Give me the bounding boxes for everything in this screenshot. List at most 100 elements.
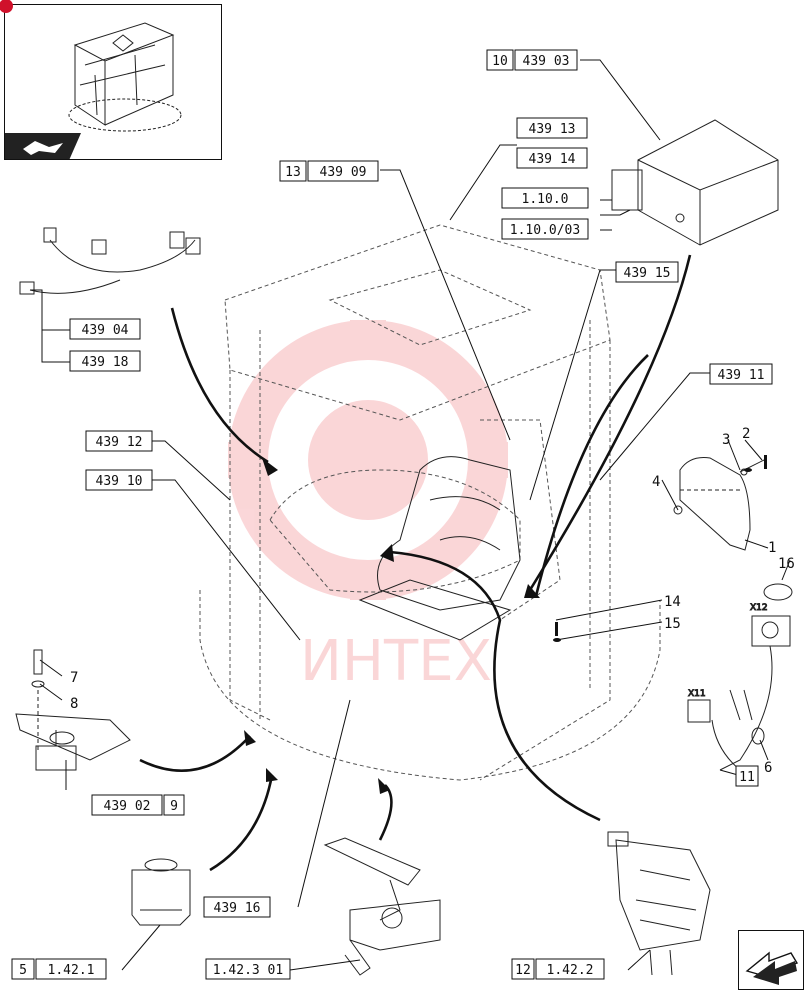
ref-cell-frame (709, 363, 773, 385)
ref-439-14[interactable]: 439 14 (516, 147, 588, 169)
ref-439-11[interactable]: 439 11 (709, 363, 773, 385)
ref-cell-text: 439 04 (82, 323, 129, 338)
foot-pedal[interactable] (15, 649, 131, 771)
ref-cell-text: 11 (739, 770, 755, 785)
ref-cell-frame (735, 765, 759, 787)
ref-cell-text: 439 13 (529, 122, 576, 137)
ref-cell-frame (615, 261, 679, 283)
ref-cell-text: 439 02 (104, 799, 151, 814)
overview-inset[interactable] (0, 0, 222, 160)
ref-cell-frame (35, 958, 107, 980)
callout-7: 7 (70, 670, 78, 686)
next-page-button[interactable] (738, 930, 804, 990)
callout-3: 3 (722, 432, 730, 448)
ref-cell-text: 439 15 (624, 266, 671, 281)
ref-cell-text: 439 10 (96, 474, 143, 489)
flow-arrows (139, 254, 692, 872)
x12-label: X12 (750, 603, 768, 613)
ref-cell-frame (535, 958, 605, 980)
callout-6: 6 (764, 760, 772, 776)
ref-cell-frame (501, 218, 589, 240)
ref-cell-frame (11, 958, 35, 980)
callout-14: 14 (664, 594, 681, 610)
control-valve[interactable] (607, 831, 711, 976)
ref-cell-text: 5 (19, 963, 27, 978)
ref-cell-frame (203, 896, 271, 918)
ref-439-04[interactable]: 439 04 (69, 318, 141, 340)
ref-cell-text: 1.10.0/03 (510, 223, 580, 238)
cab-thumbnail (68, 22, 182, 132)
callout-1: 1 (768, 540, 776, 556)
hand-lever[interactable] (323, 837, 441, 976)
ref-439-10[interactable]: 439 10 (85, 469, 153, 491)
ref-cell-text: 439 03 (523, 54, 570, 69)
ref-cell-frame (279, 160, 307, 182)
ref-cell-frame (514, 49, 578, 71)
ref-439-13[interactable]: 439 13 (516, 117, 588, 139)
ref-12-1-42-2[interactable]: 12 1.42.2 (511, 958, 605, 980)
ref-cell-text: 13 (285, 165, 301, 180)
callout-15: 15 (664, 616, 681, 632)
arrow-heads (244, 458, 540, 794)
ref-cell-frame (91, 794, 163, 816)
next-arrow-icon (745, 951, 799, 985)
x11-label: X11 (688, 689, 706, 699)
callout-2: 2 (742, 426, 750, 442)
ref-11[interactable]: 11 (735, 765, 759, 787)
ref-cell-text: 439 09 (320, 165, 367, 180)
wire-harness[interactable] (19, 227, 201, 295)
ref-cell-frame (85, 430, 153, 452)
ref-cell-frame (69, 318, 141, 340)
ref-cell-frame (205, 958, 291, 980)
ref-cell-frame (516, 117, 588, 139)
inset-tab (5, 133, 81, 159)
ref-1-42-3-01[interactable]: 1.42.3 01 (205, 958, 291, 980)
ref-cell-frame (511, 958, 535, 980)
ref-439-15[interactable]: 439 15 (615, 261, 679, 283)
watermark: ИНТЕХ (228, 320, 508, 694)
heater-unit[interactable] (611, 119, 779, 246)
ref-cell-frame (516, 147, 588, 169)
ref-cell-frame (85, 469, 153, 491)
ref-cell-text: 439 11 (718, 368, 765, 383)
ref-10-439-03[interactable]: 10 439 03 (486, 49, 578, 71)
ref-5-1-42-1[interactable]: 5 1.42.1 (11, 958, 107, 980)
ref-1-10-0[interactable]: 1.10.0 (501, 187, 589, 209)
callout-numbers: 1 2 3 4 6 7 8 14 15 16 (70, 426, 795, 776)
cover-plate[interactable] (673, 457, 765, 551)
ref-cell-frame (307, 160, 379, 182)
ref-cell-frame (501, 187, 589, 209)
callout-8: 8 (70, 696, 78, 712)
return-arrow-icon (23, 141, 63, 155)
red-marker-dot (0, 0, 13, 13)
watermark-text: ИНТЕХ (300, 629, 492, 694)
ref-cell-frame (486, 49, 514, 71)
ref-cell-text: 1.10.0 (522, 192, 569, 207)
callout-16: 16 (778, 556, 795, 572)
ref-cell-text: 1.42.3 01 (213, 963, 283, 978)
ref-cell-text: 1.42.2 (547, 963, 594, 978)
callout-4: 4 (652, 474, 660, 490)
cab-frame (199, 224, 661, 781)
ref-13-439-09[interactable]: 13 439 09 (279, 160, 379, 182)
ref-cell-text: 439 14 (529, 152, 576, 167)
ref-cell-text: 12 (515, 963, 531, 978)
ref-cell-text: 439 16 (214, 901, 261, 916)
ref-cell-text: 439 12 (96, 435, 143, 450)
wiper-motor[interactable] (131, 858, 191, 926)
ref-cell-frame (69, 350, 141, 372)
ref-cell-frame (163, 794, 185, 816)
ref-439-16[interactable]: 439 16 (203, 896, 271, 918)
ref-1-10-0-03[interactable]: 1.10.0/03 (501, 218, 589, 240)
ref-cell-text: 439 18 (82, 355, 129, 370)
ref-439-12[interactable]: 439 12 (85, 430, 153, 452)
connector-assembly[interactable]: X12 X11 (687, 583, 793, 771)
ref-439-18[interactable]: 439 18 (69, 350, 141, 372)
leader-lines (30, 59, 791, 971)
ref-cell-text: 1.42.1 (48, 963, 95, 978)
ref-cell-text: 10 (492, 54, 508, 69)
